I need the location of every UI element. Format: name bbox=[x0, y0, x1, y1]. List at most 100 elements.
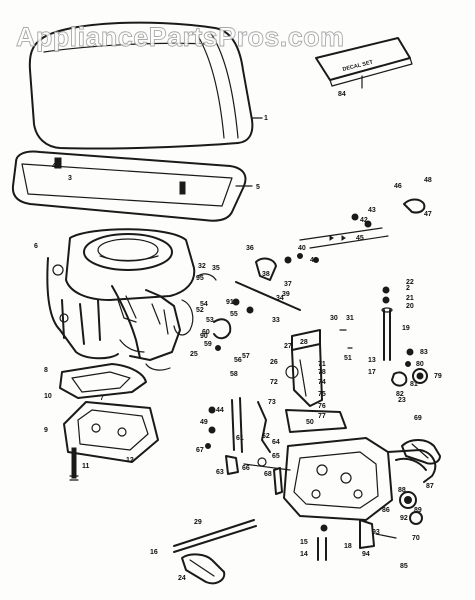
callout-36: 36 bbox=[246, 245, 254, 252]
steering-handle bbox=[173, 519, 257, 585]
callout-18: 18 bbox=[344, 543, 352, 550]
callout-12: 12 bbox=[126, 457, 134, 464]
callout-34: 34 bbox=[276, 295, 284, 302]
callout-95: 95 bbox=[196, 275, 204, 282]
callout-27: 27 bbox=[284, 343, 292, 350]
callout-46: 46 bbox=[394, 183, 402, 190]
callout-83: 83 bbox=[420, 349, 428, 356]
callout-79: 79 bbox=[434, 373, 442, 380]
callout-81: 81 bbox=[410, 381, 418, 388]
callout-48: 48 bbox=[424, 177, 432, 184]
callout-13: 13 bbox=[368, 357, 376, 364]
callout-35: 35 bbox=[212, 265, 220, 272]
callout-85: 85 bbox=[400, 563, 408, 570]
callout-52: 52 bbox=[196, 307, 204, 314]
callout-63: 63 bbox=[216, 469, 224, 476]
callout-54: 54 bbox=[200, 301, 208, 308]
callout-44: 44 bbox=[216, 407, 224, 414]
callout-26: 26 bbox=[270, 359, 278, 366]
callout-93: 93 bbox=[372, 529, 380, 536]
callout-62: 62 bbox=[262, 433, 270, 440]
callout-92: 92 bbox=[400, 515, 408, 522]
callout-50: 50 bbox=[306, 419, 314, 426]
callout-59: 59 bbox=[204, 341, 212, 348]
callout-17: 17 bbox=[368, 369, 376, 376]
grip-assembly bbox=[401, 439, 441, 465]
cover-gasket bbox=[11, 150, 253, 222]
right-shaft-parts bbox=[381, 286, 428, 387]
callout-10: 10 bbox=[44, 393, 52, 400]
callout-5: 5 bbox=[256, 184, 260, 191]
callout-53: 53 bbox=[206, 317, 214, 324]
callout-24: 24 bbox=[178, 575, 186, 582]
callout-25: 25 bbox=[190, 351, 198, 358]
callout-labels: 1 2 3 4 5 6 7 8 9 10 11 12 13 14 15 16 1… bbox=[34, 91, 442, 582]
callout-16: 16 bbox=[150, 549, 158, 556]
midsection-linkage bbox=[205, 329, 347, 475]
callout-88: 88 bbox=[398, 487, 406, 494]
intake-gasket bbox=[59, 363, 147, 399]
callout-33: 33 bbox=[272, 317, 280, 324]
callout-84: 84 bbox=[338, 91, 346, 98]
callout-74: 74 bbox=[318, 379, 326, 386]
callout-76: 76 bbox=[318, 403, 326, 410]
callout-3: 3 bbox=[68, 175, 72, 182]
callout-77: 77 bbox=[318, 413, 326, 420]
callout-40: 40 bbox=[298, 245, 306, 252]
adapter-plate bbox=[63, 401, 159, 481]
callout-23: 23 bbox=[398, 397, 406, 404]
callout-64: 64 bbox=[272, 439, 280, 446]
callout-91: 91 bbox=[226, 299, 234, 306]
callout-1: 1 bbox=[264, 115, 268, 122]
decal-set-label: DECAL SET bbox=[342, 59, 374, 72]
callout-68: 68 bbox=[264, 471, 272, 478]
callout-75: 75 bbox=[318, 391, 326, 398]
callout-6: 6 bbox=[34, 243, 38, 250]
callout-72: 72 bbox=[270, 379, 278, 386]
callout-86: 86 bbox=[382, 507, 390, 514]
callout-89: 89 bbox=[414, 507, 422, 514]
callout-78: 78 bbox=[318, 369, 326, 376]
callout-19: 19 bbox=[402, 325, 410, 332]
callout-58: 58 bbox=[230, 371, 238, 378]
callout-37: 37 bbox=[284, 281, 292, 288]
callout-41: 41 bbox=[310, 257, 318, 264]
callout-45: 45 bbox=[356, 235, 364, 242]
callout-57: 57 bbox=[242, 353, 250, 360]
callout-69: 69 bbox=[414, 415, 422, 422]
callout-28: 28 bbox=[300, 339, 308, 346]
callout-31: 31 bbox=[346, 315, 354, 322]
callout-49: 49 bbox=[200, 419, 208, 426]
callout-14: 14 bbox=[300, 551, 308, 558]
powerhead-assembly bbox=[46, 228, 196, 371]
callout-67: 67 bbox=[196, 447, 204, 454]
site-watermark: AppliancePartsPros.com bbox=[16, 22, 344, 52]
callout-65: 65 bbox=[272, 453, 280, 460]
callout-39: 39 bbox=[282, 291, 290, 298]
callout-11: 11 bbox=[82, 463, 90, 470]
callout-56: 56 bbox=[234, 357, 242, 364]
decal-set-card: DECAL SET bbox=[315, 37, 413, 89]
callout-21: 21 bbox=[406, 295, 414, 302]
callout-15: 15 bbox=[300, 539, 308, 546]
callout-47: 47 bbox=[424, 211, 432, 218]
callout-73: 73 bbox=[268, 399, 276, 406]
callout-51: 51 bbox=[344, 355, 352, 362]
callout-2: 2 bbox=[406, 285, 410, 292]
callout-87: 87 bbox=[426, 483, 434, 490]
callout-66: 66 bbox=[242, 465, 250, 472]
upper-linkage-parts bbox=[197, 198, 426, 351]
callout-32: 32 bbox=[198, 263, 206, 270]
lower-bracket-assembly bbox=[273, 437, 437, 561]
callout-8: 8 bbox=[44, 367, 48, 374]
callout-70: 70 bbox=[412, 535, 420, 542]
callout-22: 22 bbox=[406, 279, 414, 286]
engine-cover bbox=[28, 21, 263, 150]
callout-55: 55 bbox=[230, 311, 238, 318]
callout-94: 94 bbox=[362, 551, 370, 558]
callout-20: 20 bbox=[406, 303, 414, 310]
callout-90: 90 bbox=[200, 333, 208, 340]
callout-82: 82 bbox=[396, 391, 404, 398]
